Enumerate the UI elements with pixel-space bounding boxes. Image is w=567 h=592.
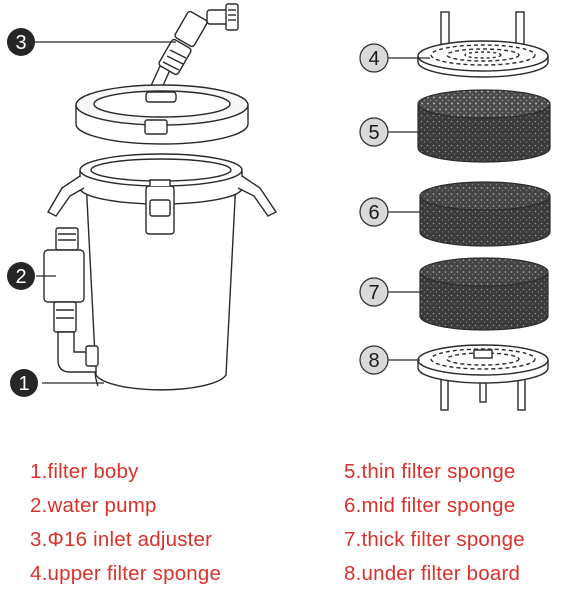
callout-6-label: 6: [368, 202, 379, 224]
callout-8: 8: [359, 345, 389, 375]
callout-8-label: 8: [368, 350, 379, 372]
legend-right: 5.thin filter sponge 6.mid filter sponge…: [344, 455, 525, 591]
callout-7: 7: [359, 277, 389, 307]
callout-7-label: 7: [368, 282, 379, 304]
legend-left: 1.filter boby 2.water pump 3.Φ16 inlet a…: [30, 455, 221, 591]
callout-2-label: 2: [15, 266, 26, 288]
callout-1: 1: [10, 369, 38, 397]
legend-item-thin-filter-sponge: 5.thin filter sponge: [344, 460, 516, 483]
inlet-adjuster: [149, 3, 239, 93]
callout-leaders: [34, 41, 430, 384]
legend-item-thick-filter-sponge: 7.thick filter sponge: [344, 528, 525, 551]
callout-5: 5: [359, 117, 389, 147]
filter-lid: [75, 84, 249, 145]
filter-body: [47, 153, 278, 391]
callout-4: 4: [359, 43, 389, 73]
callout-3-label: 3: [15, 32, 26, 54]
mid-filter-sponge: [419, 181, 551, 247]
legend-item-filter-body: 1.filter boby: [30, 460, 139, 483]
legend-item-mid-filter-sponge: 6.mid filter sponge: [344, 494, 516, 517]
water-pump: [43, 227, 99, 373]
callout-5-label: 5: [368, 122, 379, 144]
thin-filter-sponge: [417, 89, 551, 163]
under-filter-board: [417, 344, 549, 411]
callout-2: 2: [7, 262, 35, 290]
callout-4-label: 4: [368, 48, 379, 70]
legend-item-water-pump: 2.water pump: [30, 494, 157, 517]
thick-filter-sponge: [419, 257, 549, 331]
legend-item-inlet-adjuster: 3.Φ16 inlet adjuster: [30, 528, 213, 551]
filter-exploded-diagram: 3 2 1 4 5 6 7 8: [7, 3, 551, 411]
callout-3: 3: [7, 28, 35, 56]
legend-item-under-filter-board: 8.under filter board: [344, 562, 521, 585]
upper-filter-board: [417, 11, 549, 78]
callout-6: 6: [359, 197, 389, 227]
legend-item-upper-filter-sponge: 4.upper filter sponge: [30, 562, 222, 585]
callout-1-label: 1: [18, 373, 29, 395]
